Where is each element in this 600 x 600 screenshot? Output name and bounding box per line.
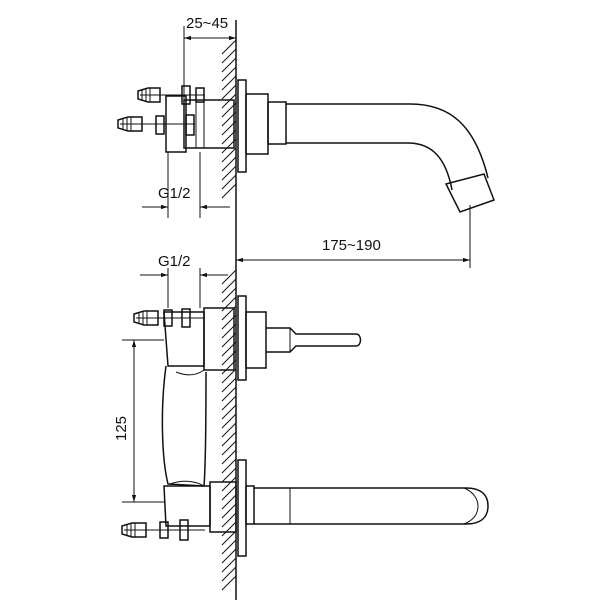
hatch-stroke <box>221 57 237 73</box>
dim-vertical-spacing: 125 <box>113 339 164 503</box>
hatch-stroke <box>221 485 237 501</box>
hatch-stroke <box>221 287 237 303</box>
wall-hatch-bottom <box>221 269 237 591</box>
spout-aerator <box>444 173 495 213</box>
dim-connection-top: G1/2 <box>142 152 230 218</box>
hatch-stroke <box>221 458 237 474</box>
pipe-lower-curve <box>169 480 205 487</box>
hatch-stroke <box>221 539 237 555</box>
dim-spout-projection: 175~190 <box>236 237 470 263</box>
hatch-stroke <box>221 269 237 285</box>
hatch-stroke <box>221 174 237 190</box>
top-rosette <box>245 93 269 155</box>
lower-valve-box <box>209 481 237 533</box>
hatch-stroke <box>221 278 237 294</box>
hatch-stroke <box>221 413 237 429</box>
dim-connection-bottom-label: G1/2 <box>158 253 191 270</box>
spout-flange <box>237 459 247 557</box>
top-spout-base <box>267 101 287 145</box>
hatch-stroke <box>221 566 237 582</box>
handle-rosette <box>245 311 267 369</box>
top-screw-lower <box>117 114 195 136</box>
hatch-stroke <box>221 93 237 109</box>
hatch-stroke <box>221 377 237 393</box>
dim-vertical-spacing-label: 125 <box>113 416 130 441</box>
bottom-screw-lower <box>121 519 205 541</box>
hatch-stroke <box>221 530 237 546</box>
handle-flange <box>237 295 247 381</box>
bottom-view: G1/2 <box>113 253 489 557</box>
spout-collar <box>245 485 255 525</box>
hatch-stroke <box>221 521 237 537</box>
hatch-stroke <box>221 183 237 199</box>
hatch-stroke <box>221 431 237 447</box>
connecting-pipe <box>161 365 207 487</box>
spout-top-edge <box>286 103 489 179</box>
dim-wall-depth-label: 25~45 <box>186 15 228 32</box>
top-view: 25~45 G1/2 175~190 <box>117 15 495 268</box>
hatch-stroke <box>221 422 237 438</box>
dim-wall-depth: 25~45 <box>183 15 236 100</box>
hatch-stroke <box>221 512 237 528</box>
bottom-screw-upper <box>133 308 205 328</box>
hatch-stroke <box>221 66 237 82</box>
hatch-stroke <box>221 476 237 492</box>
hatch-stroke <box>221 404 237 420</box>
hatch-stroke <box>221 440 237 456</box>
hatch-stroke <box>221 494 237 510</box>
hatch-stroke <box>221 386 237 402</box>
hatch-stroke <box>221 557 237 573</box>
hatch-stroke <box>221 395 237 411</box>
hatch-stroke <box>221 156 237 172</box>
hatch-stroke <box>221 75 237 91</box>
dim-connection-top-label: G1/2 <box>158 185 191 202</box>
hatch-stroke <box>221 165 237 181</box>
spout-body-plan <box>254 487 489 525</box>
hatch-stroke <box>221 147 237 163</box>
hatch-stroke <box>221 368 237 384</box>
dim-connection-bottom: G1/2 <box>140 253 228 308</box>
spout-bottom-edge <box>286 142 453 191</box>
hatch-stroke <box>221 48 237 64</box>
hatch-stroke <box>221 503 237 519</box>
top-flange <box>237 79 247 173</box>
hatch-stroke <box>221 575 237 591</box>
hatch-stroke <box>221 449 237 465</box>
hatch-stroke <box>221 548 237 564</box>
dim-spout-projection-label: 175~190 <box>322 237 381 254</box>
pipe-upper-curve <box>175 369 205 376</box>
spout-tip-curve <box>463 487 479 525</box>
hatch-stroke <box>221 467 237 483</box>
top-screw-upper <box>137 85 205 105</box>
hatch-stroke <box>221 84 237 100</box>
hatch-stroke <box>221 39 237 55</box>
handle-lever <box>266 327 362 353</box>
upper-valve-left <box>163 311 205 367</box>
